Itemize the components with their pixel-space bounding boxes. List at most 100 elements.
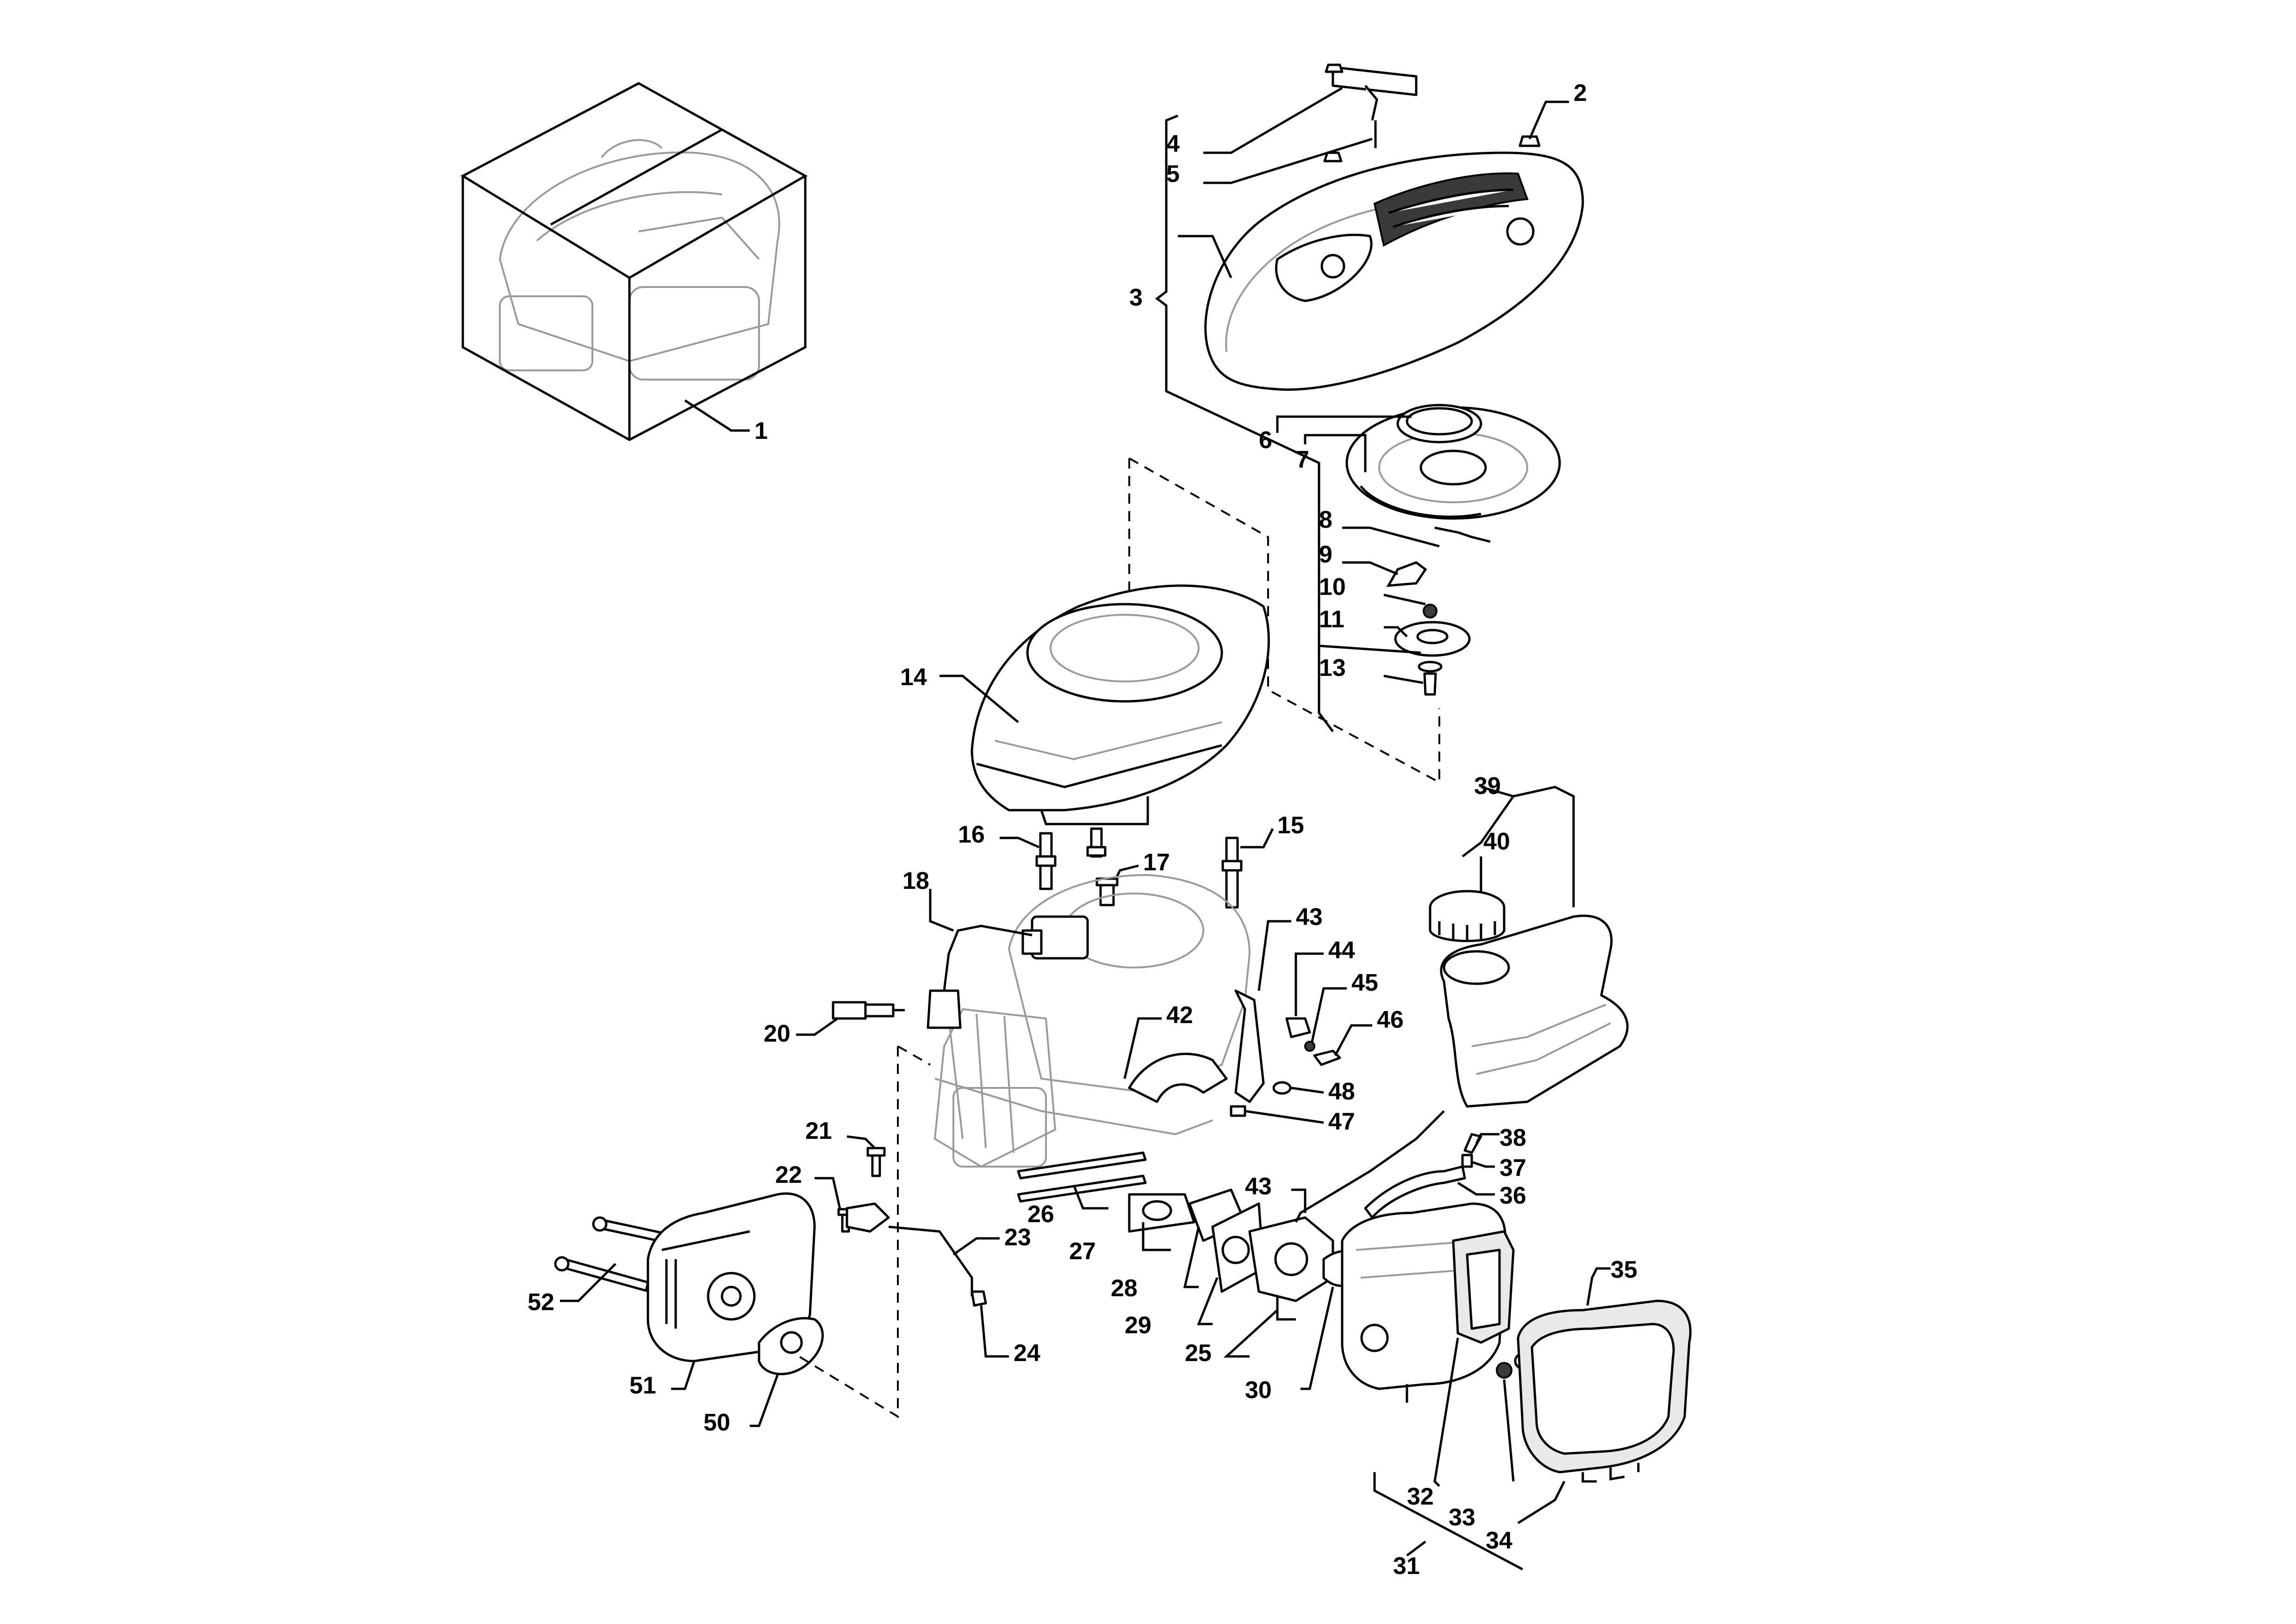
label-38: 38 bbox=[1500, 1124, 1526, 1151]
leader-51 bbox=[671, 1361, 696, 1390]
leader-36 bbox=[1457, 1181, 1495, 1196]
label-39: 39 bbox=[1474, 773, 1501, 800]
gasket-27 bbox=[1128, 1193, 1195, 1233]
pin-47 bbox=[1230, 1105, 1246, 1117]
label-47: 47 bbox=[1328, 1108, 1355, 1135]
leader-18 bbox=[929, 889, 954, 932]
pawl-spring bbox=[1386, 526, 1491, 587]
label-32: 32 bbox=[1407, 1483, 1434, 1510]
spark-plug bbox=[832, 1001, 905, 1020]
bracket-3 bbox=[1155, 114, 1334, 732]
fuel-tank-39 bbox=[1440, 914, 1629, 1108]
label-24: 24 bbox=[1014, 1340, 1040, 1367]
clip-44 bbox=[1285, 1017, 1311, 1038]
label-40: 40 bbox=[1483, 828, 1510, 855]
filter-element-32 bbox=[1452, 1230, 1515, 1344]
label-22: 22 bbox=[775, 1162, 802, 1188]
ignition-coil bbox=[927, 915, 1089, 1029]
leader-33 bbox=[1503, 1379, 1515, 1482]
starter-cup-and-screw bbox=[1394, 604, 1471, 696]
label-37: 37 bbox=[1500, 1155, 1526, 1181]
leader-13 bbox=[1383, 675, 1424, 684]
rod-23 bbox=[888, 1225, 973, 1296]
stud-bolt-center bbox=[1086, 827, 1107, 858]
label-27: 27 bbox=[1069, 1238, 1096, 1265]
blower-housing bbox=[971, 584, 1270, 825]
leader-38 bbox=[1475, 1133, 1500, 1144]
leader-11 bbox=[1384, 626, 1408, 637]
nut-33 bbox=[1496, 1362, 1512, 1379]
leader-9 bbox=[1342, 561, 1398, 575]
label-16: 16 bbox=[958, 821, 985, 848]
leader-16 bbox=[1000, 837, 1040, 849]
label-31: 31 bbox=[1393, 1553, 1420, 1580]
hose-38 bbox=[1463, 1133, 1482, 1154]
leader-46 bbox=[1334, 1024, 1372, 1056]
label-43-lower: 43 bbox=[1245, 1173, 1272, 1200]
bolt-17 bbox=[1095, 877, 1119, 906]
label-15: 15 bbox=[1277, 812, 1304, 839]
leader-47 bbox=[1244, 1110, 1324, 1124]
label-7: 7 bbox=[1296, 446, 1309, 473]
fuel-cap-40 bbox=[1429, 890, 1506, 942]
leader-43-upper bbox=[1257, 920, 1291, 991]
leader-10 bbox=[1383, 593, 1426, 606]
label-10: 10 bbox=[1319, 574, 1346, 600]
label-36: 36 bbox=[1500, 1182, 1526, 1209]
cap-nut-2 bbox=[1518, 135, 1541, 147]
leader-5 bbox=[1203, 137, 1373, 184]
engine-assembly-box bbox=[460, 82, 808, 441]
label-13: 13 bbox=[1319, 655, 1346, 681]
label-52: 52 bbox=[528, 1289, 554, 1316]
leader-42 bbox=[1123, 1017, 1162, 1079]
leader-8 bbox=[1342, 526, 1440, 548]
fuel-hose-36 bbox=[1364, 1165, 1466, 1219]
bracket-39 bbox=[1462, 786, 1575, 907]
leader-23 bbox=[952, 1237, 1000, 1256]
label-34: 34 bbox=[1486, 1527, 1512, 1554]
label-23: 23 bbox=[1004, 1224, 1031, 1251]
label-51: 51 bbox=[629, 1372, 656, 1399]
washer-45 bbox=[1304, 1041, 1315, 1052]
label-44: 44 bbox=[1328, 937, 1355, 964]
leader-35 bbox=[1586, 1267, 1611, 1306]
label-26: 26 bbox=[1027, 1201, 1054, 1228]
alignment-guide-exhaust bbox=[790, 1045, 931, 1418]
label-46: 46 bbox=[1377, 1006, 1404, 1033]
leader-44 bbox=[1294, 952, 1324, 1016]
label-3: 3 bbox=[1129, 284, 1143, 311]
leader-37 bbox=[1471, 1161, 1495, 1168]
label-11: 11 bbox=[1319, 606, 1344, 633]
leader-15 bbox=[1240, 828, 1274, 849]
label-29: 29 bbox=[1125, 1312, 1151, 1339]
muffler-51 bbox=[647, 1192, 816, 1362]
label-43-upper: 43 bbox=[1296, 904, 1323, 931]
screw-21 bbox=[866, 1147, 886, 1177]
label-25: 25 bbox=[1185, 1340, 1212, 1367]
leader-50 bbox=[750, 1374, 779, 1427]
leader-3 bbox=[1178, 235, 1232, 279]
label-50: 50 bbox=[703, 1409, 730, 1436]
leader-24 bbox=[980, 1305, 1009, 1358]
clip-24 bbox=[971, 1290, 987, 1307]
bracket-31 bbox=[1373, 1384, 1524, 1571]
label-5: 5 bbox=[1166, 161, 1180, 187]
label-42: 42 bbox=[1166, 1002, 1193, 1029]
studs-26 bbox=[1017, 1151, 1147, 1203]
label-20: 20 bbox=[764, 1020, 790, 1047]
label-8: 8 bbox=[1319, 506, 1332, 533]
leader-29 bbox=[1197, 1277, 1219, 1325]
cap-nut-middle bbox=[1323, 151, 1343, 162]
label-14: 14 bbox=[900, 664, 927, 691]
label-28: 28 bbox=[1111, 1275, 1138, 1302]
starter-pulley-assembly bbox=[1345, 404, 1561, 520]
leader-6 bbox=[1276, 415, 1412, 433]
leader-30 bbox=[1300, 1287, 1334, 1390]
cap-nut-top-left bbox=[1325, 63, 1344, 73]
clip-37 bbox=[1461, 1154, 1473, 1168]
leader-1 bbox=[684, 399, 750, 432]
leader-32 bbox=[1433, 1337, 1459, 1487]
leader-26 bbox=[1072, 1185, 1108, 1210]
leader-12-line bbox=[1319, 644, 1421, 654]
label-33: 33 bbox=[1449, 1504, 1475, 1531]
